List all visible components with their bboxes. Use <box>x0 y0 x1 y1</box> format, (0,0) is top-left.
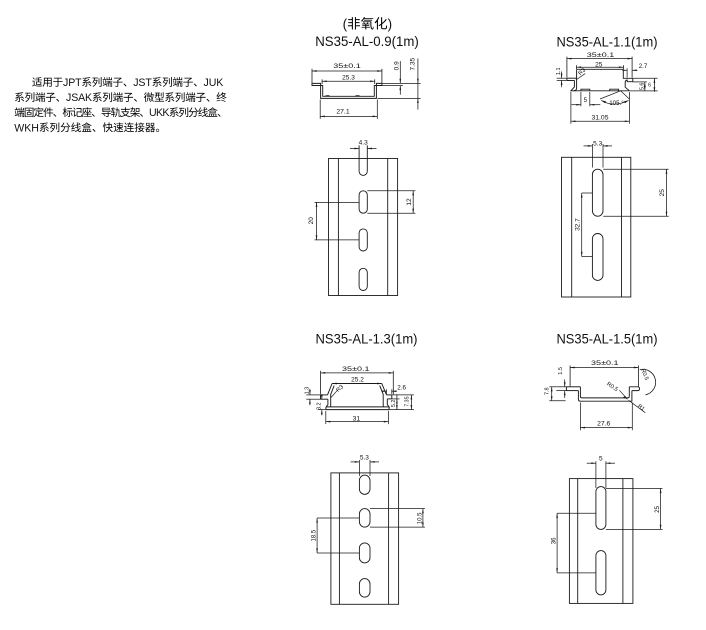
svg-text:3.2: 3.2 <box>316 402 322 410</box>
svg-text:5.3: 5.3 <box>593 141 602 148</box>
svg-text:27.1: 27.1 <box>336 109 349 116</box>
svg-text:S: S <box>138 77 145 89</box>
svg-text:NS35-AL-1.5(1m): NS35-AL-1.5(1m) <box>557 330 658 346</box>
svg-text:5.2: 5.2 <box>391 400 397 407</box>
svg-text:J: J <box>66 92 71 104</box>
svg-text:105.°: 105.° <box>609 100 624 107</box>
svg-text:25: 25 <box>595 62 603 69</box>
svg-text:NS35-AL-1.1(1m): NS35-AL-1.1(1m) <box>557 34 658 50</box>
svg-text:1.3: 1.3 <box>304 387 310 395</box>
svg-text:35±0.1: 35±0.1 <box>587 52 615 59</box>
svg-text:A: A <box>78 92 86 104</box>
svg-text:K: K <box>85 92 92 104</box>
svg-text:P: P <box>68 77 75 89</box>
svg-text:35±0.1: 35±0.1 <box>333 63 361 70</box>
svg-text:7.35: 7.35 <box>410 57 417 70</box>
svg-text:25.2: 25.2 <box>351 377 364 384</box>
svg-text:U: U <box>149 107 157 119</box>
svg-text:27.6: 27.6 <box>597 421 610 428</box>
svg-text:NS35-AL-0.9(1m): NS35-AL-0.9(1m) <box>315 33 419 49</box>
svg-text:NS35-AL-1.3(1m): NS35-AL-1.3(1m) <box>316 331 418 347</box>
svg-text:7.35: 7.35 <box>405 396 411 406</box>
svg-text:31: 31 <box>353 415 361 422</box>
svg-text:32.7: 32.7 <box>575 218 582 231</box>
svg-text:5: 5 <box>584 97 588 104</box>
svg-text:K: K <box>162 107 169 119</box>
svg-text:T: T <box>145 77 152 89</box>
svg-text:): ) <box>388 16 393 31</box>
svg-text:K: K <box>156 107 163 119</box>
svg-text:36: 36 <box>551 537 557 544</box>
svg-text:J: J <box>133 77 138 89</box>
svg-text:1.5: 1.5 <box>558 367 564 375</box>
svg-text:2.6: 2.6 <box>397 384 406 391</box>
svg-text:H: H <box>31 122 39 134</box>
svg-text:(: ( <box>343 16 348 31</box>
svg-text:20: 20 <box>308 217 315 225</box>
svg-text:10.5: 10.5 <box>417 512 423 524</box>
svg-text:R3: R3 <box>578 67 588 76</box>
svg-text:R0.5: R0.5 <box>605 381 619 393</box>
svg-text:J: J <box>63 77 68 89</box>
svg-text:S: S <box>71 92 78 104</box>
svg-text:4.3: 4.3 <box>359 140 368 147</box>
svg-text:R3: R3 <box>335 384 345 393</box>
svg-text:K: K <box>216 77 223 89</box>
svg-text:12: 12 <box>406 198 413 206</box>
svg-text:0.9: 0.9 <box>393 61 400 70</box>
svg-text:31.05: 31.05 <box>591 114 608 121</box>
svg-text:2.7: 2.7 <box>639 63 648 70</box>
svg-text:35±0.1: 35±0.1 <box>591 360 619 367</box>
svg-text:6: 6 <box>648 82 651 88</box>
svg-text:25: 25 <box>659 189 666 197</box>
svg-text:25.3: 25.3 <box>342 75 355 82</box>
svg-text:35±0.1: 35±0.1 <box>342 366 370 373</box>
svg-text:R1: R1 <box>636 403 645 412</box>
svg-text:T: T <box>75 77 82 89</box>
svg-text:18.5: 18.5 <box>311 529 317 541</box>
svg-text:R0.5: R0.5 <box>639 368 649 381</box>
svg-text:5.3: 5.3 <box>360 455 369 462</box>
svg-text:1.1: 1.1 <box>556 67 562 75</box>
svg-text:7.8: 7.8 <box>544 387 550 395</box>
svg-text:K: K <box>24 122 31 134</box>
svg-text:5: 5 <box>599 456 603 463</box>
svg-text:W: W <box>14 122 24 134</box>
svg-text:U: U <box>209 77 217 89</box>
svg-text:25: 25 <box>655 505 661 512</box>
svg-text:5.6: 5.6 <box>640 83 646 90</box>
svg-text:J: J <box>204 77 209 89</box>
